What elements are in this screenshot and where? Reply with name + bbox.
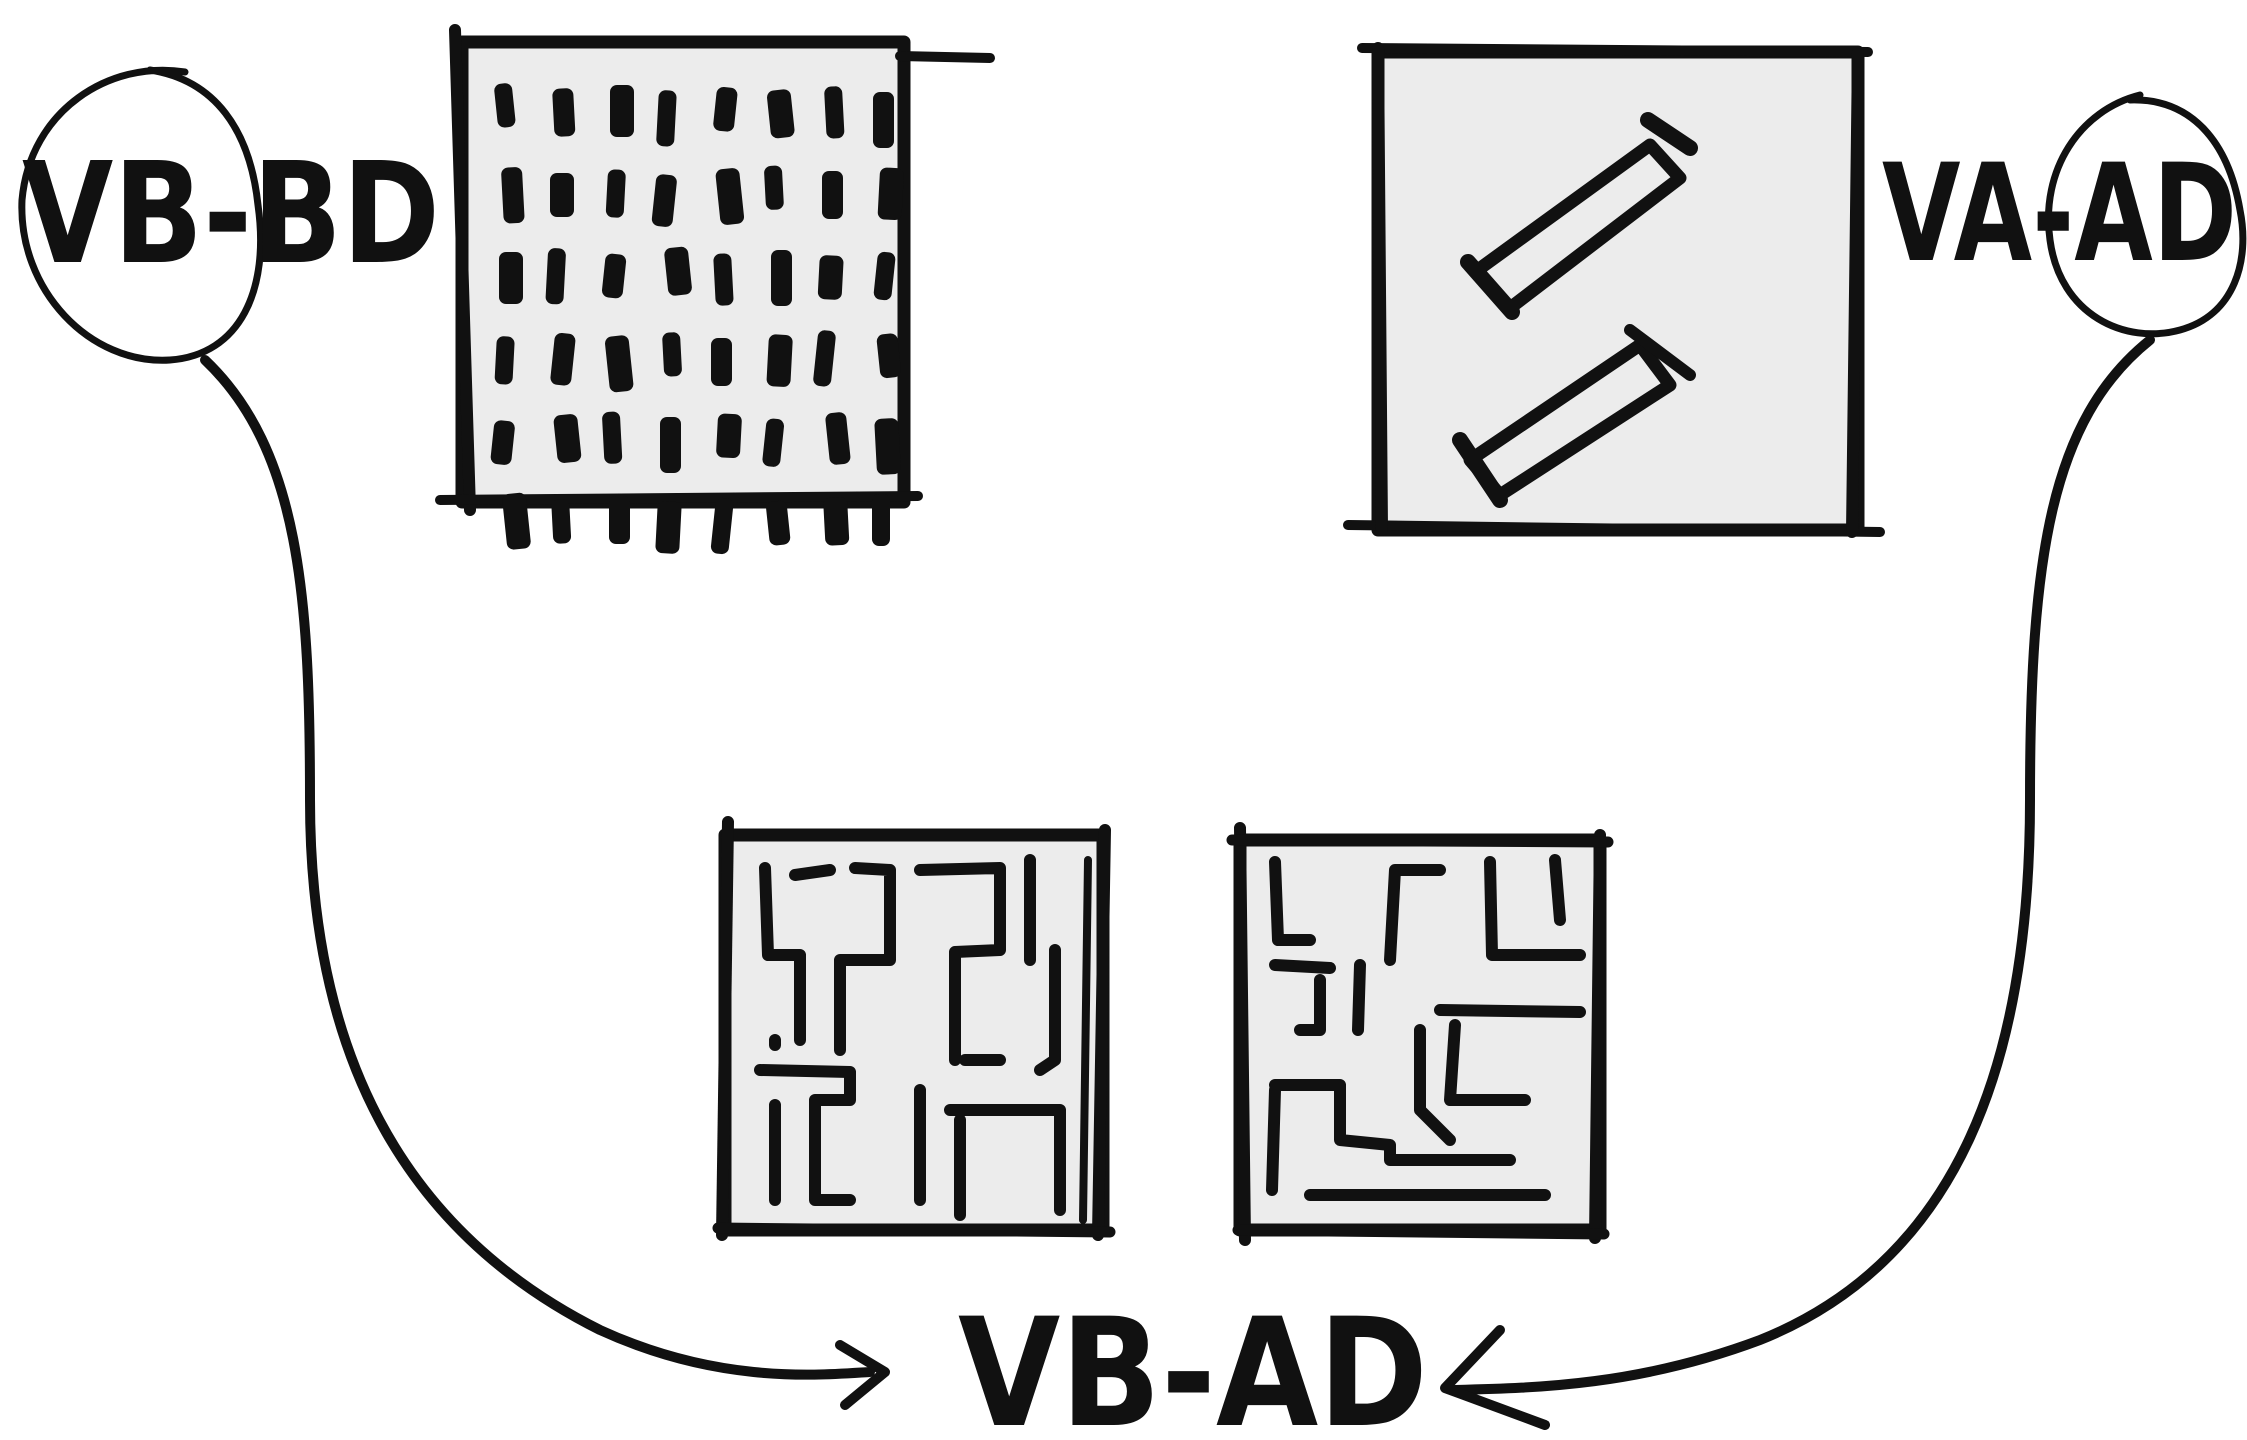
label-bottom: VB-AD (958, 1287, 1428, 1440)
label-top-left: VB-BD (22, 133, 440, 296)
dot-mark (825, 412, 851, 465)
dot-mark (660, 417, 681, 473)
dot-mark (873, 92, 894, 148)
dot-mark (716, 413, 742, 459)
dot-mark (553, 414, 582, 463)
dot-mark (762, 418, 785, 467)
dot-mark (713, 87, 738, 132)
dot-mark (664, 246, 692, 296)
dot-mark (551, 499, 572, 544)
dot-mark (711, 338, 732, 386)
circle-top-left (18, 66, 265, 364)
dot-mark (651, 174, 677, 227)
arrow-right-to-bottom (1440, 335, 2155, 1430)
label-top-right: VA-AD (1882, 135, 2237, 292)
dot-mark (609, 496, 630, 544)
circle-top-right (2045, 91, 2247, 338)
dot-mark (605, 335, 634, 393)
dot-mark (494, 336, 515, 385)
dot-mark (552, 88, 576, 137)
panel-diagonal-bars (1343, 42, 1885, 538)
dot-mark (502, 492, 531, 550)
dot-mark (823, 497, 850, 546)
dot-mark (601, 253, 627, 299)
dot-mark (817, 255, 844, 300)
diagonal-bar-lower (1452, 324, 1696, 508)
dot-mark (656, 90, 677, 147)
diagonal-bar-upper (1460, 112, 1698, 320)
dot-mark (764, 165, 784, 210)
dot-mark (610, 85, 634, 137)
dot-mark (545, 248, 566, 305)
dot-mark (602, 411, 623, 464)
dot-mark (767, 89, 795, 139)
dot-mark (494, 83, 516, 128)
panel-maze-left (712, 816, 1116, 1241)
dot-mark (655, 501, 682, 554)
dot-mark (550, 333, 576, 386)
dot-mark (501, 167, 525, 224)
dot-mark (766, 334, 793, 387)
dot-mark (876, 333, 901, 379)
dot-grid-marks (490, 83, 904, 555)
dot-mark (605, 169, 626, 218)
arrow-left-to-bottom (200, 355, 890, 1410)
dot-mark (813, 330, 836, 387)
dot-mark (713, 253, 734, 306)
dot-mark (766, 500, 791, 546)
dot-mark (824, 86, 845, 139)
panel-maze-right (1226, 822, 1614, 1246)
dot-mark (499, 252, 523, 304)
dot-mark (874, 418, 901, 475)
dot-mark (877, 167, 904, 221)
dot-mark (550, 173, 574, 217)
panel-dot-grid (435, 24, 995, 555)
dot-mark (710, 497, 734, 555)
dot-mark (822, 171, 843, 219)
dot-mark (873, 251, 896, 301)
dot-mark (872, 494, 890, 546)
dot-mark (490, 420, 515, 465)
dot-mark (771, 250, 792, 306)
dot-mark (715, 168, 745, 225)
dot-mark (662, 332, 682, 377)
